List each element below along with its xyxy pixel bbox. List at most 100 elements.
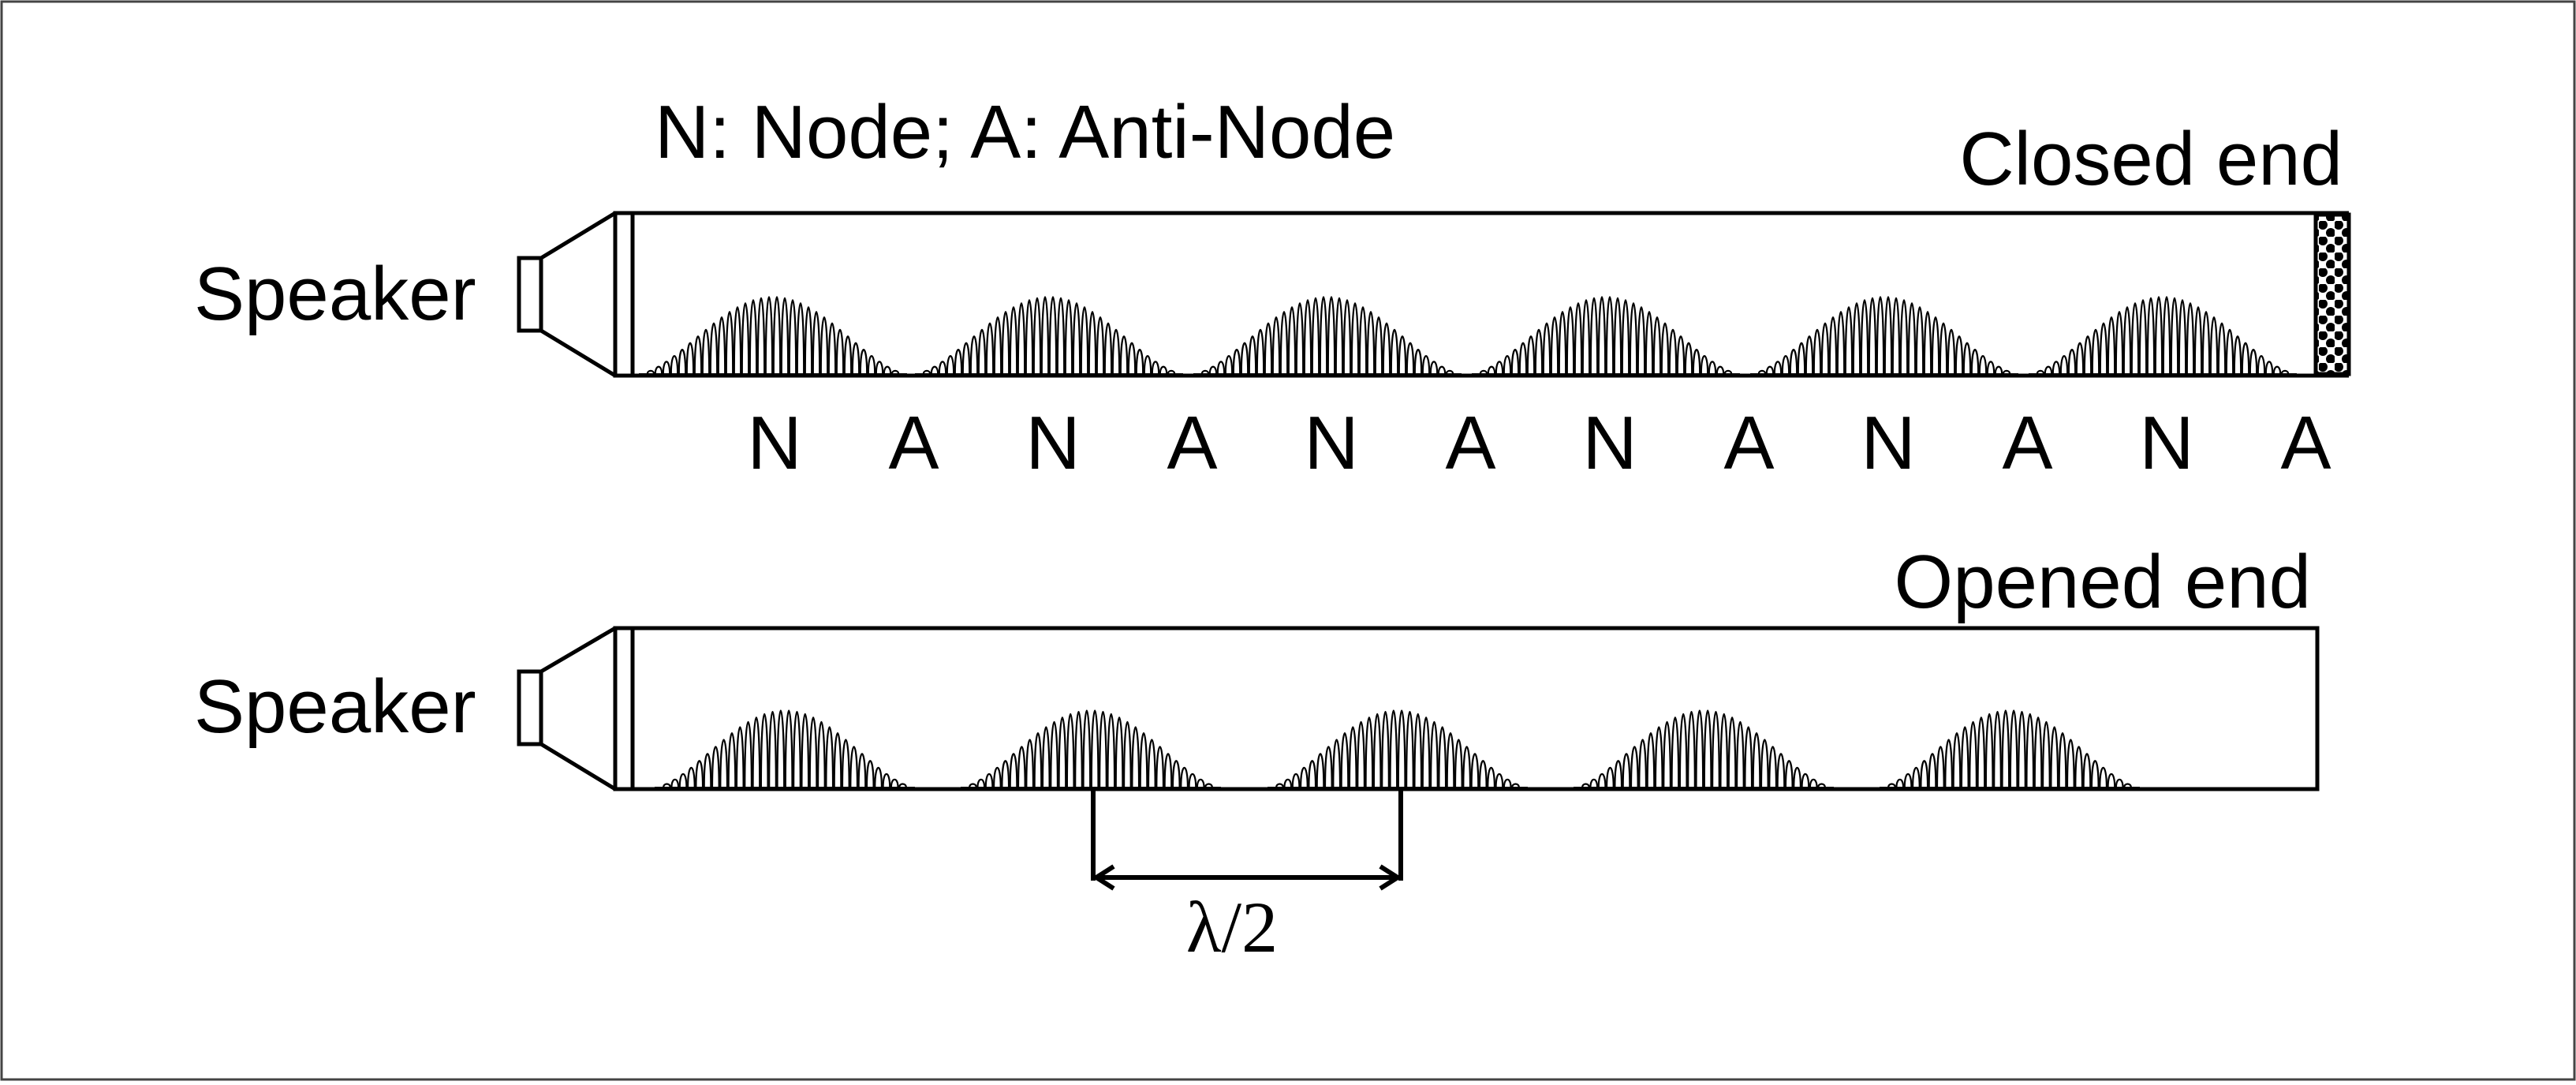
wave-oscillation: [1308, 760, 1317, 788]
wave-oscillation: [1180, 767, 1189, 788]
node-label: N: [1582, 401, 1637, 485]
wave-oscillation: [1487, 767, 1496, 788]
wave-oscillation: [717, 316, 726, 375]
wave-oscillation: [1406, 711, 1414, 788]
wave-oscillation: [1744, 726, 1753, 788]
wave-oscillation: [2272, 365, 2282, 375]
wave-oscillation: [1319, 296, 1328, 375]
wave-oscillation: [1032, 297, 1042, 375]
closed-end-label: Closed end: [1959, 117, 2343, 201]
wave-oscillation: [1952, 732, 1962, 788]
wave-oscillation: [816, 720, 826, 788]
wave-oscillation: [1503, 778, 1512, 788]
wave-oscillation: [1381, 711, 1390, 788]
top-speaker-label: Speaker: [194, 252, 476, 336]
wave-oscillation: [1920, 760, 1929, 788]
wave-oscillation: [1445, 369, 1454, 375]
wave-oscillation: [1984, 713, 1994, 788]
wave-oscillation: [1143, 355, 1152, 375]
wave-oscillation: [2074, 746, 2084, 788]
half-wavelength-label: λ/2: [1186, 887, 1278, 967]
wave-oscillation: [1025, 739, 1035, 788]
wave-oscillation: [1820, 322, 1830, 375]
wave-oscillation: [727, 732, 737, 788]
wave-oscillation: [865, 760, 875, 788]
wave-oscillation: [859, 349, 868, 375]
wave-oscillation: [1099, 711, 1107, 788]
wave-oscillation: [1684, 342, 1693, 375]
wave-oscillation: [1805, 335, 1814, 375]
wave-oscillation: [833, 732, 842, 788]
wave-oscillation: [890, 369, 900, 375]
wave-oscillation: [2217, 322, 2227, 375]
wave-oscillation: [1135, 349, 1144, 375]
wave-oscillation: [1776, 753, 1786, 788]
wave-oscillation: [2209, 316, 2219, 375]
wave-oscillation: [1622, 753, 1631, 788]
wave-oscillation: [1357, 720, 1366, 788]
wave-oscillation: [1511, 783, 1520, 788]
wave-oscillation: [1852, 302, 1861, 375]
wave-oscillation: [1275, 783, 1284, 788]
wave-oscillation: [1735, 720, 1745, 788]
wave-oscillation: [1017, 302, 1026, 375]
wave-oscillation: [1074, 711, 1083, 788]
half-wavelength-marker: [1091, 789, 1403, 891]
wave-oscillation: [764, 296, 774, 375]
wave-oscillation: [1462, 746, 1472, 788]
wave-oscillation: [1654, 726, 1663, 788]
wave-oscillation: [1131, 726, 1141, 788]
wave-oscillation: [1421, 355, 1431, 375]
bottom-speaker-label: Speaker: [194, 664, 476, 749]
wave-oscillation: [1358, 306, 1368, 375]
wave-oscillation: [874, 767, 883, 788]
wave-oscillation: [1147, 739, 1156, 788]
wave-oscillation: [882, 773, 891, 788]
wave-oscillation: [1605, 767, 1615, 788]
wave-oscillation: [938, 361, 947, 375]
wave-oscillation: [2036, 369, 2045, 375]
wave-oscillation: [819, 316, 829, 375]
wave-lobe: [1574, 709, 1834, 788]
wave-oscillation: [752, 716, 761, 788]
wave-oscillation: [793, 711, 801, 788]
node-label: N: [2139, 401, 2193, 485]
wave-oscillation: [849, 746, 859, 788]
wave-oscillation: [1978, 355, 1988, 375]
wave-oscillation: [2067, 349, 2077, 375]
wave-oscillation: [1204, 783, 1213, 788]
wave-oscillation: [1994, 365, 2003, 375]
wave-oscillation: [851, 342, 861, 375]
wave-oscillation: [2138, 299, 2148, 375]
wave-oscillation: [2002, 369, 2011, 375]
wave-oscillation: [1797, 342, 1806, 375]
wave-oscillation: [670, 355, 679, 375]
wave-oscillation: [1064, 299, 1073, 375]
wave-oscillation: [1311, 297, 1320, 375]
wave-oscillation: [985, 322, 995, 375]
wave-oscillation: [2225, 329, 2234, 375]
wave-oscillation: [1232, 349, 1241, 375]
wave-oscillation: [1429, 720, 1439, 788]
wave-lobe: [2029, 296, 2297, 375]
wave-oscillation: [678, 349, 687, 375]
wave-oscillation: [1708, 361, 1717, 375]
wave-oscillation: [2233, 335, 2242, 375]
wave-oscillation: [1581, 783, 1590, 788]
wave-oscillation: [686, 767, 696, 788]
wave-oscillation: [1752, 732, 1761, 788]
wave-oscillation: [2193, 306, 2203, 375]
wave-oscillation: [719, 739, 729, 788]
wave-oscillation: [1712, 711, 1720, 788]
wave-lobe: [655, 709, 915, 788]
wave-oscillation: [883, 365, 892, 375]
wave-oscillation: [2162, 296, 2171, 375]
wave-oscillation: [946, 355, 955, 375]
wave-lobe: [1267, 709, 1528, 788]
wave-oscillation: [1503, 355, 1512, 375]
wave-oscillation: [804, 306, 813, 375]
wave-oscillation: [1605, 296, 1615, 375]
wave-oscillation: [1167, 369, 1176, 375]
wave-oscillation: [1944, 739, 1954, 788]
